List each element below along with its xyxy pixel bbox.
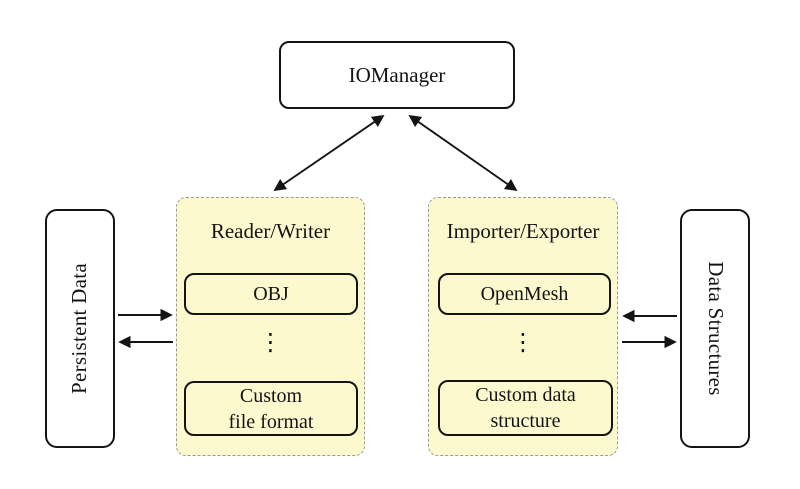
vertical-ellipsis-icon: ⋮ (258, 328, 283, 356)
iomanager-node: IOManager (279, 41, 515, 109)
obj-label: OBJ (253, 283, 289, 305)
importer-exporter-group: Importer/Exporter OpenMesh ⋮ Custom data… (428, 197, 618, 456)
vertical-ellipsis-icon: ⋮ (511, 328, 535, 356)
persistent-data-node: Persistent Data (45, 209, 115, 448)
openmesh-node: OpenMesh (438, 273, 611, 315)
data-structures-node: Data Structures (680, 209, 750, 448)
custom-data-structure-node: Custom data structure (438, 380, 613, 436)
reader-writer-group-label: Reader/Writer (210, 219, 331, 243)
reader-writer-group: Reader/Writer OBJ ⋮ Custom file format (176, 197, 365, 456)
arrow-iomanager-readerwriter (273, 114, 385, 192)
obj-node: OBJ (184, 273, 358, 315)
custom-file-format-node: Custom file format (184, 381, 358, 436)
importer-exporter-group-label: Importer/Exporter (446, 219, 600, 243)
iomanager-label: IOManager (348, 62, 446, 87)
custom-data-structure-label: Custom data structure (475, 384, 576, 432)
arrow-iomanager-importerexporter (408, 114, 518, 192)
openmesh-label: OpenMesh (480, 283, 569, 305)
persistent-data-label: Persistent Data (67, 262, 92, 395)
data-structures-label: Data Structures (703, 261, 728, 396)
custom-file-format-label: Custom file format (228, 384, 314, 433)
